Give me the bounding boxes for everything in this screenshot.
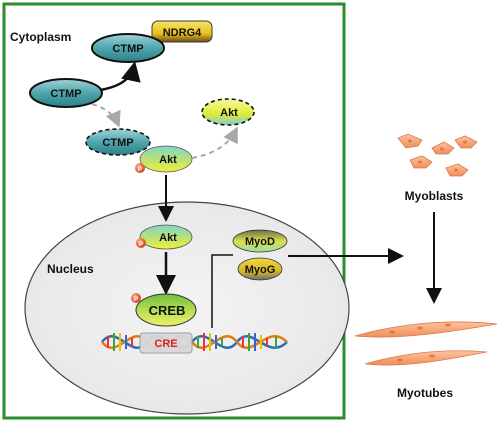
akt-bound — [139, 145, 193, 173]
phospho-label-2: P — [139, 242, 143, 248]
akt-release-arrow — [191, 126, 238, 159]
akt-bound-label: Akt — [159, 154, 177, 166]
ctmp-release-arrow — [91, 103, 121, 128]
phospho-label-3: P — [134, 297, 138, 303]
phospho-icon-3 — [131, 293, 141, 303]
myog-label: MyoG — [245, 264, 276, 276]
ctmp-dashed — [85, 128, 151, 156]
myod-label: MyoD — [245, 236, 275, 248]
akt-free — [201, 98, 255, 126]
akt-free-label: Akt — [220, 107, 238, 119]
myotubes-icon — [354, 321, 498, 366]
ndrg4-box — [151, 20, 213, 43]
transcription-line — [211, 254, 233, 328]
myoblasts-icon — [397, 133, 478, 177]
creb — [135, 293, 197, 327]
myod — [232, 229, 288, 253]
ctmp-active-label: CTMP — [112, 43, 143, 55]
myotubes-label: Myotubes — [397, 386, 453, 400]
phospho-label-1: P — [138, 167, 142, 173]
nucleus-label: Nucleus — [47, 262, 94, 276]
ctmp-inactive-label: CTMP — [50, 88, 81, 100]
akt-nuclear-label: Akt — [159, 232, 177, 244]
phospho-icon-2 — [136, 238, 146, 248]
cytoplasm-label: Cytoplasm — [10, 30, 71, 44]
akt-nuclear — [139, 224, 193, 250]
cre-box — [139, 332, 193, 354]
myoblasts-label: Myoblasts — [405, 189, 464, 203]
ctmp-inactive — [29, 78, 103, 108]
cre-label: CRE — [154, 338, 177, 350]
ctmp-binding-arrow — [99, 61, 141, 92]
creb-label: CREB — [149, 303, 186, 318]
phospho-icon-1 — [135, 163, 145, 173]
myog — [237, 257, 283, 281]
ndrg4-label: NDRG4 — [163, 27, 202, 39]
ctmp-dashed-label: CTMP — [102, 137, 133, 149]
